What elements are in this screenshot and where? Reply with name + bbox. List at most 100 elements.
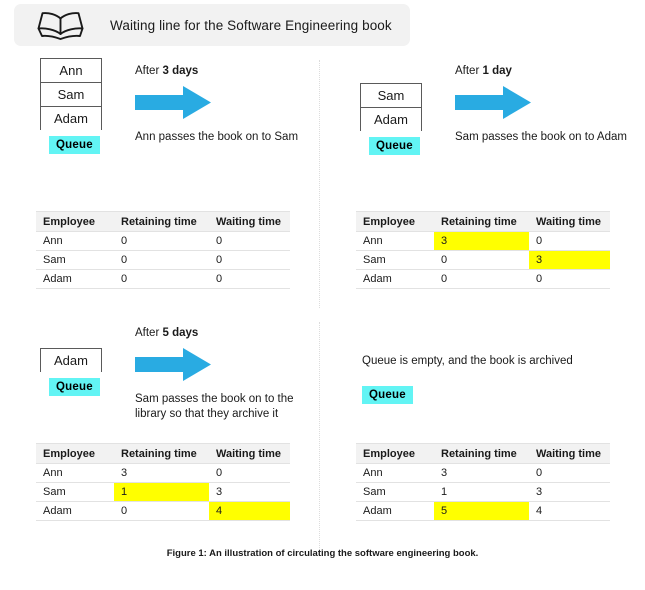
cell-waiting: 3 xyxy=(529,482,610,502)
column-header-employee: Employee xyxy=(356,211,434,232)
cell-retaining-highlighted: 1 xyxy=(114,482,209,502)
queue-label: Queue xyxy=(49,378,100,396)
stats-table: Employee Retaining time Waiting time Ann… xyxy=(36,211,290,289)
after-prefix: After xyxy=(135,65,163,77)
column-header-retaining: Retaining time xyxy=(114,211,209,232)
right-arrow-icon xyxy=(135,348,211,381)
vertical-divider-top xyxy=(319,60,320,308)
after-value: 5 days xyxy=(162,327,199,339)
cell-waiting: 0 xyxy=(529,463,610,483)
queue-label: Queue xyxy=(369,137,420,155)
queue-item: Sam xyxy=(360,83,422,107)
step-caption: Sam passes the book on to the library so… xyxy=(135,393,294,420)
queue-empty-note: Queue is empty, and the book is archived xyxy=(362,355,573,367)
cell-retaining: 0 xyxy=(114,501,209,521)
column-header-retaining: Retaining time xyxy=(434,211,529,232)
cell-employee: Ann xyxy=(36,231,114,251)
after-duration-text: After 5 days xyxy=(135,327,307,339)
queue-stack: Queue xyxy=(362,380,413,404)
cell-employee: Ann xyxy=(356,463,434,483)
stats-table: Employee Retaining time Waiting time Ann… xyxy=(356,211,610,289)
cell-retaining: 0 xyxy=(114,231,209,251)
figure-caption: Figure 1: An illustration of circulating… xyxy=(166,548,479,559)
cell-waiting: 0 xyxy=(209,250,290,270)
stats-table: Employee Retaining time Waiting time Ann… xyxy=(356,443,610,521)
queue-item: Adam xyxy=(40,348,102,372)
table-row: Sam 1 3 xyxy=(356,482,610,502)
after-prefix: After xyxy=(455,65,483,77)
queue-stack: Sam Adam Queue xyxy=(360,83,422,155)
cell-retaining: 0 xyxy=(434,250,529,270)
vertical-divider-bottom xyxy=(319,322,320,548)
table-header-row: Employee Retaining time Waiting time xyxy=(36,211,290,232)
table-row: Adam 0 0 xyxy=(36,269,290,289)
table-row: Ann 0 0 xyxy=(36,231,290,251)
step-caption: Sam passes the book on to Adam xyxy=(455,131,627,143)
step-description: After 3 days Ann passes the book on to S… xyxy=(135,65,298,145)
queue-item: Adam xyxy=(40,106,102,130)
cell-retaining-highlighted: 3 xyxy=(434,231,529,251)
cell-employee: Sam xyxy=(36,250,114,270)
after-duration-text: After 1 day xyxy=(455,65,627,77)
step-description: After 5 days Sam passes the book on to t… xyxy=(135,327,307,422)
cell-employee: Sam xyxy=(356,250,434,270)
column-header-waiting: Waiting time xyxy=(529,211,610,232)
cell-retaining: 3 xyxy=(434,463,529,483)
column-header-waiting: Waiting time xyxy=(529,443,610,464)
queue-label: Queue xyxy=(362,386,413,404)
cell-waiting: 4 xyxy=(529,501,610,521)
panel-step-1: Ann Sam Adam Queue After 3 days Ann pass… xyxy=(22,58,322,293)
right-arrow-icon xyxy=(135,86,211,119)
column-header-waiting: Waiting time xyxy=(209,443,290,464)
cell-retaining: 0 xyxy=(114,269,209,289)
table-row: Ann 3 0 xyxy=(356,463,610,483)
cell-retaining: 3 xyxy=(114,463,209,483)
column-header-employee: Employee xyxy=(36,211,114,232)
cell-retaining: 0 xyxy=(434,269,529,289)
cell-employee: Sam xyxy=(356,482,434,502)
queue-label: Queue xyxy=(49,136,100,154)
column-header-employee: Employee xyxy=(36,443,114,464)
panel-step-2: Sam Adam Queue After 1 day Sam passes th… xyxy=(342,58,642,293)
table-header-row: Employee Retaining time Waiting time xyxy=(36,443,290,464)
column-header-retaining: Retaining time xyxy=(114,443,209,464)
table-row: Ann 3 0 xyxy=(36,463,290,483)
cell-retaining: 1 xyxy=(434,482,529,502)
cell-employee: Adam xyxy=(356,501,434,521)
column-header-waiting: Waiting time xyxy=(209,211,290,232)
cell-employee: Adam xyxy=(356,269,434,289)
table-row: Sam 0 3 xyxy=(356,250,610,270)
cell-employee: Sam xyxy=(36,482,114,502)
cell-waiting-highlighted: 3 xyxy=(529,250,610,270)
column-header-retaining: Retaining time xyxy=(434,443,529,464)
queue-stack: Adam Queue xyxy=(40,348,102,396)
panel-step-3: Adam Queue After 5 days Sam passes the b… xyxy=(22,320,322,555)
stats-table: Employee Retaining time Waiting time Ann… xyxy=(36,443,290,521)
panel-step-4: Queue is empty, and the book is archived… xyxy=(342,320,642,555)
cell-retaining: 0 xyxy=(114,250,209,270)
cell-waiting: 0 xyxy=(529,231,610,251)
cell-employee: Ann xyxy=(356,231,434,251)
table-row: Sam 1 3 xyxy=(36,482,290,502)
after-prefix: After xyxy=(135,327,163,339)
right-arrow-icon xyxy=(455,86,531,119)
cell-retaining-highlighted: 5 xyxy=(434,501,529,521)
cell-employee: Adam xyxy=(36,269,114,289)
open-book-icon xyxy=(34,8,88,42)
cell-waiting: 0 xyxy=(209,269,290,289)
cell-waiting: 3 xyxy=(209,482,290,502)
cell-waiting: 0 xyxy=(529,269,610,289)
table-row: Sam 0 0 xyxy=(36,250,290,270)
cell-waiting: 0 xyxy=(209,463,290,483)
queue-item: Ann xyxy=(40,58,102,82)
cell-employee: Adam xyxy=(36,501,114,521)
column-header-employee: Employee xyxy=(356,443,434,464)
step-description: After 1 day Sam passes the book on to Ad… xyxy=(455,65,627,145)
queue-item: Sam xyxy=(40,82,102,106)
cell-employee: Ann xyxy=(36,463,114,483)
table-row: Adam 0 4 xyxy=(36,501,290,521)
table-header-row: Employee Retaining time Waiting time xyxy=(356,211,610,232)
after-value: 1 day xyxy=(482,65,512,77)
queue-stack: Ann Sam Adam Queue xyxy=(40,58,102,154)
queue-item: Adam xyxy=(360,107,422,131)
